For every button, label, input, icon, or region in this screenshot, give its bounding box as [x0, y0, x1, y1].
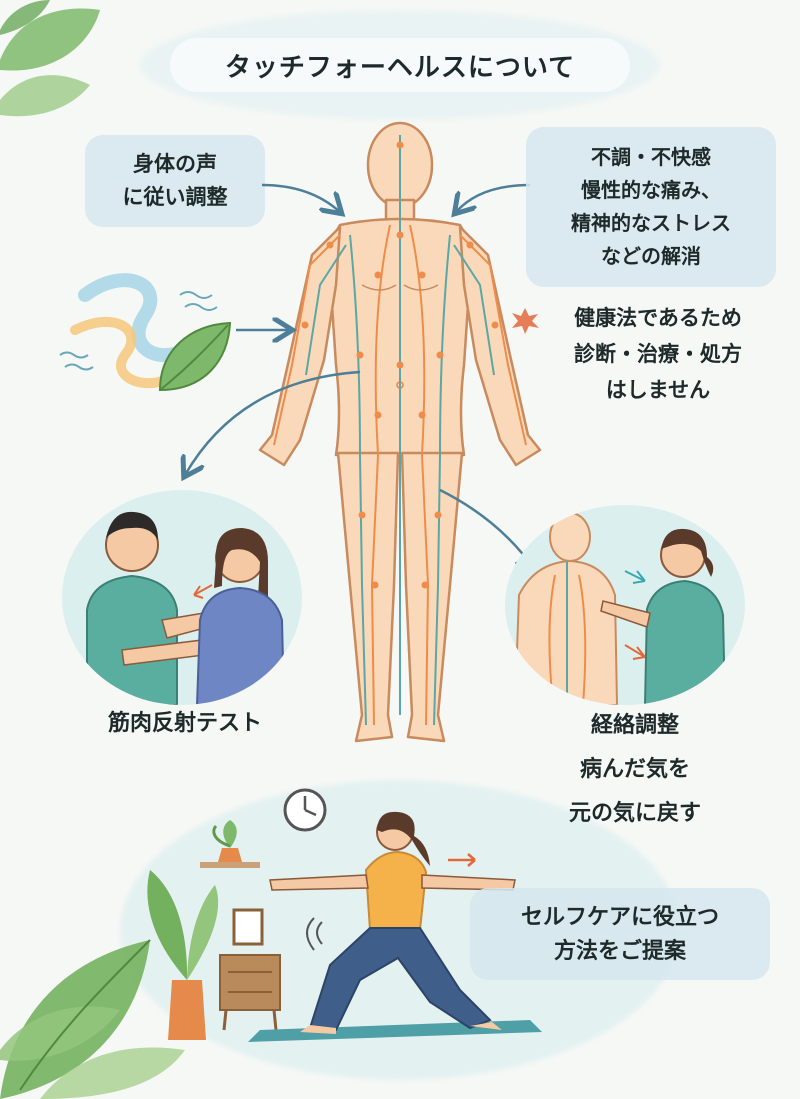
corner-leaves-bottom-left [0, 939, 185, 1099]
meridian-adjustment-illustration [505, 505, 745, 705]
therapist-and-client [86, 511, 286, 705]
meridian-lines [273, 135, 527, 726]
leaf-icon [158, 321, 232, 392]
splash-icon [512, 308, 539, 334]
meridian-session [513, 512, 727, 705]
label-meridian: 経絡調整 病んだ気を 元の気に戻す [568, 713, 701, 826]
label-muscle-test: 筋肉反射テスト [107, 711, 262, 736]
acupoint-dots [301, 141, 499, 589]
label-selfcare: セルフケアに役立つ 方法をご提案 [470, 888, 770, 980]
label-body-voice: 身体の声 に従い調整 [85, 135, 265, 227]
label-discomfort: 不調・不快感 慢性的な痛み、 精神的なストレス などの解消 [526, 127, 776, 287]
human-body-figure [258, 121, 542, 743]
selfcare-scene [147, 788, 542, 1042]
muscle-test-illustration [62, 490, 302, 705]
clock-icon [283, 788, 327, 832]
label-disclaimer: 健康法であるため 診断・治療・処方 はしません [574, 306, 742, 402]
corner-leaves-top-left [0, 0, 100, 117]
wind-swirl-icon [59, 273, 218, 389]
page-title: タッチフォーヘルスについて [170, 38, 630, 92]
